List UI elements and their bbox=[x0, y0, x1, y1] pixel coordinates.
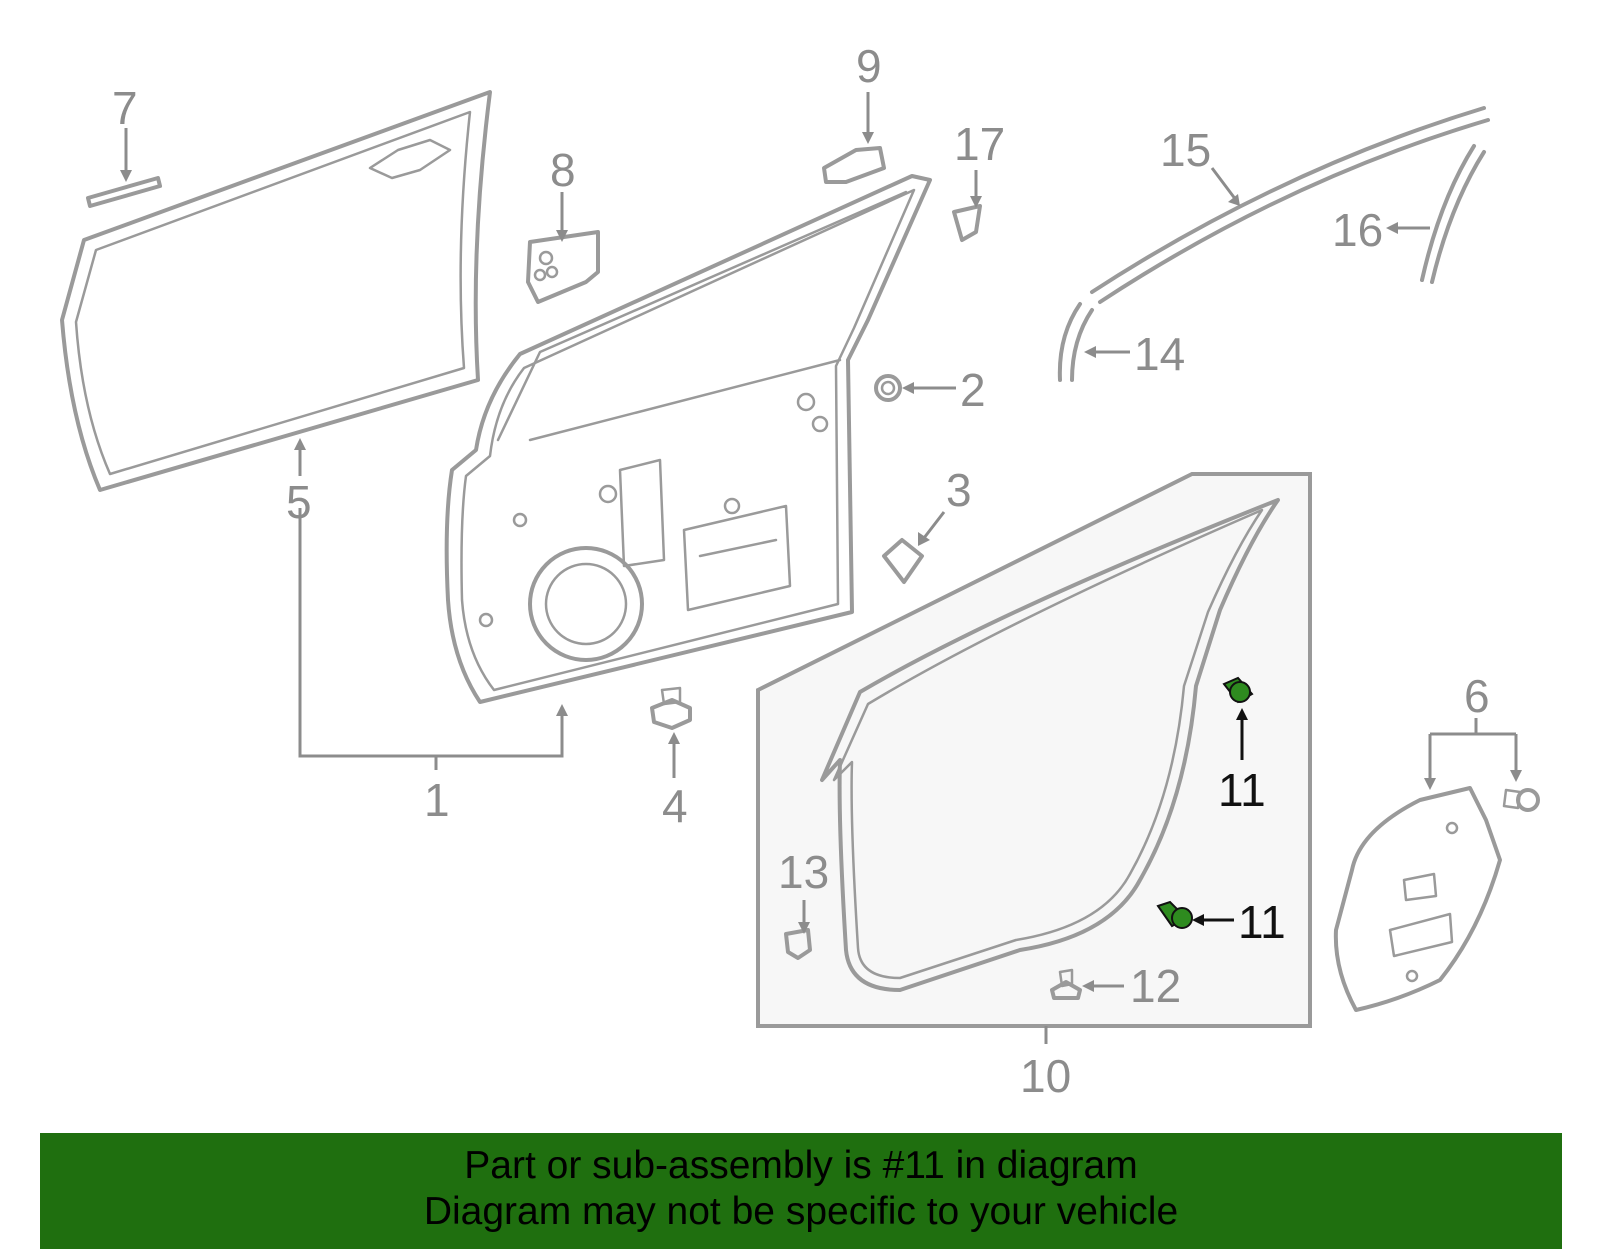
callout-2: 2 bbox=[960, 364, 986, 416]
callout-1: 1 bbox=[424, 774, 450, 826]
part-5-outer-panel bbox=[60, 90, 492, 492]
part-2-bolt bbox=[874, 374, 902, 402]
parts-diagram: 7 8 9 17 15 16 14 2 3 5 1 4 6 11 11 13 1… bbox=[60, 40, 1540, 1102]
part-11-clip-upper bbox=[1222, 676, 1254, 704]
banner-line-1: Part or sub-assembly is #11 in diagram bbox=[464, 1144, 1138, 1187]
callout-10: 10 bbox=[1020, 1050, 1071, 1102]
callout-16: 16 bbox=[1332, 204, 1383, 256]
callouts: 7 8 9 17 15 16 14 2 3 5 1 4 6 11 11 13 1… bbox=[112, 40, 1490, 1102]
part-9-clip bbox=[822, 146, 886, 184]
callout-3: 3 bbox=[946, 464, 972, 516]
part-1-door-frame bbox=[444, 174, 932, 704]
callout-17: 17 bbox=[954, 118, 1005, 170]
part-11-clip-lower bbox=[1156, 900, 1193, 929]
callout-5: 5 bbox=[286, 476, 312, 528]
part-14-molding bbox=[1057, 302, 1094, 382]
part-4-clip bbox=[650, 686, 692, 730]
callout-4: 4 bbox=[662, 780, 688, 832]
part-16-molding bbox=[1420, 144, 1486, 284]
part-12-clip bbox=[1050, 968, 1082, 1000]
part-8-bracket bbox=[526, 230, 600, 304]
callout-12: 12 bbox=[1130, 960, 1181, 1012]
callout-6: 6 bbox=[1464, 670, 1490, 722]
part-3-pad bbox=[882, 538, 924, 584]
part-15-molding bbox=[1090, 106, 1490, 304]
callout-7: 7 bbox=[112, 82, 138, 134]
callout-9: 9 bbox=[856, 40, 882, 92]
callout-15: 15 bbox=[1160, 124, 1211, 176]
part-10-inset bbox=[756, 472, 1312, 1028]
callout-8: 8 bbox=[550, 144, 576, 196]
callout-13: 13 bbox=[778, 846, 829, 898]
part-7-trim-strip bbox=[86, 176, 162, 208]
part-6-module bbox=[1333, 786, 1540, 1012]
callout-14: 14 bbox=[1134, 328, 1185, 380]
leader-lines bbox=[120, 92, 1522, 1044]
callout-11-upper: 11 bbox=[1218, 764, 1266, 816]
info-banner: Part or sub-assembly is #11 in diagram D… bbox=[40, 1133, 1562, 1249]
banner-line-2: Diagram may not be specific to your vehi… bbox=[423, 1190, 1179, 1233]
callout-11-lower: 11 bbox=[1238, 896, 1286, 948]
part-17-bumper bbox=[952, 204, 982, 242]
